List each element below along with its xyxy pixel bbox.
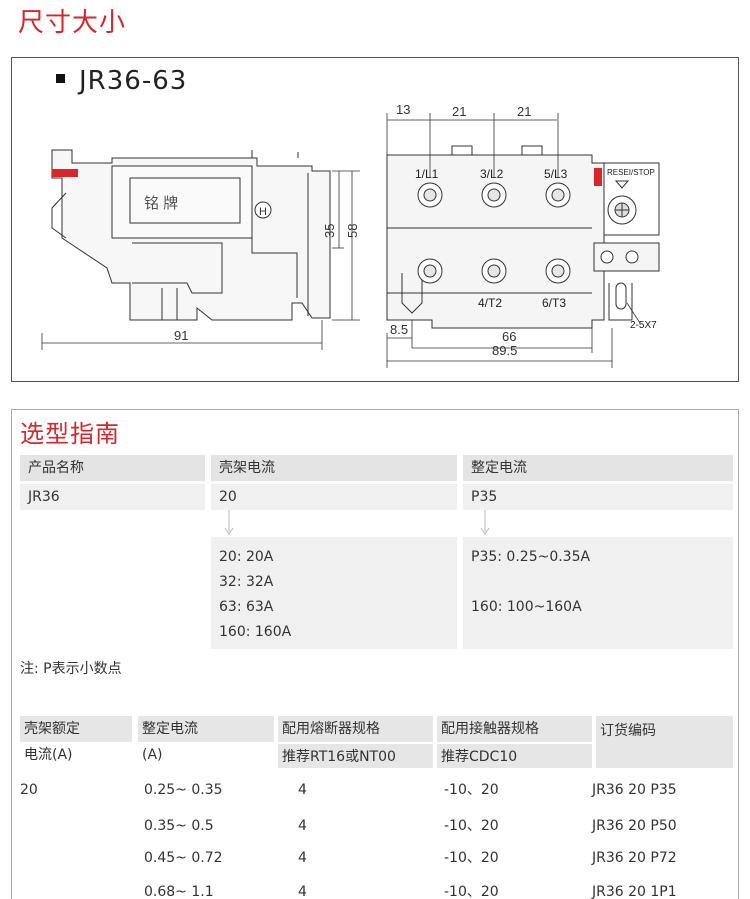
dim-89-5: 89.5 (492, 343, 517, 358)
decimal-note: 注: P表示小数点 (20, 661, 122, 677)
row-setting: 0.68~ 1.1 (144, 884, 214, 899)
dim-91: 91 (174, 328, 188, 343)
t2-header-contactor-b: 推荐CDC10 (437, 744, 592, 768)
dim-8-5: 8.5 (390, 322, 408, 337)
selection-guide-panel: 选型指南 产品名称 壳架电流 整定电流 JR36 20 P35 20: 20A … (11, 409, 739, 899)
frame-options-panel: 20: 20A 32: 32A 63: 63A 160: 160A (211, 537, 457, 649)
slot-label: 2-5X7 (630, 320, 657, 331)
value-product-name: JR36 (20, 484, 205, 510)
dimension-drawing: 铭 牌 H 91 35 58 R (41, 102, 660, 368)
dim-13: 13 (396, 102, 410, 117)
dim-35: 35 (322, 224, 337, 238)
row-contactor: -10、20 (444, 818, 499, 834)
aux-screw-icon (625, 250, 639, 264)
frame-option: 20: 20A (219, 549, 274, 565)
dim-66: 66 (502, 329, 516, 344)
t2-header-contactor-a: 配用接触器规格 (437, 716, 592, 742)
t2-header-frame-b: 电流(A) (24, 747, 73, 763)
t2-header-frame-a: 壳架额定 (20, 716, 132, 742)
terminal-label-l3: 5/L3 (544, 167, 568, 181)
terminal-screws (417, 182, 571, 284)
row-setting: 0.35~ 0.5 (144, 818, 214, 834)
front-dimension-lines (386, 113, 641, 368)
row-code: JR36 20 P72 (592, 850, 677, 866)
row-fuse: 4 (298, 884, 307, 899)
value-setting-current: P35 (463, 484, 733, 510)
setting-option: P35: 0.25~0.35A (471, 549, 591, 565)
row-fuse: 4 (298, 818, 307, 834)
bullet-square-icon (56, 74, 65, 83)
row-contactor: -10、20 (444, 884, 499, 899)
setting-options-panel: P35: 0.25~0.35A 160: 100~160A (463, 537, 733, 649)
terminal-label-l1: 1/L1 (415, 167, 439, 181)
nameplate-label: 铭 牌 (144, 195, 178, 212)
row-contactor: -10、20 (444, 782, 499, 798)
setting-option: 160: 100~160A (471, 599, 582, 615)
reset-label: RESEI/STOP (607, 168, 655, 177)
down-arrow-icon (224, 510, 234, 535)
dimension-drawing-panel: JR36-63 铭 牌 H (11, 57, 739, 382)
terminal-label-t2: 4/T2 (478, 296, 502, 310)
dim-21a: 21 (452, 104, 466, 119)
row-fuse: 4 (298, 850, 307, 866)
header-frame-current: 壳架电流 (211, 455, 457, 481)
terminal-label-l2: 3/L2 (480, 167, 504, 181)
dim-21b: 21 (517, 104, 531, 119)
frame-option: 160: 160A (219, 624, 292, 640)
frame-option: 32: 32A (219, 574, 274, 590)
side-dimension-lines (41, 170, 360, 350)
model-heading: JR36-63 (56, 66, 187, 96)
row-contactor: -10、20 (444, 850, 499, 866)
terminal-label-t3: 6/T3 (542, 296, 566, 310)
t2-header-fuse-a: 配用熔断器规格 (278, 716, 433, 742)
t2-header-setting-a: 整定电流 (138, 716, 274, 742)
t2-header-fuse-b: 推荐RT16或NT00 (278, 744, 433, 768)
section-title-selection: 选型指南 (20, 420, 120, 448)
t2-header-setting-b: (A) (142, 747, 163, 763)
aux-screw-icon (600, 250, 614, 264)
header-setting-current: 整定电流 (463, 455, 733, 481)
dim-58: 58 (345, 224, 360, 238)
header-product-name: 产品名称 (20, 455, 205, 481)
value-frame-current: 20 (211, 484, 457, 510)
t2-header-order-code: 订货编码 (596, 716, 733, 768)
row-setting: 0.45~ 0.72 (144, 850, 223, 866)
section-title-size: 尺寸大小 (18, 8, 127, 38)
down-arrow-icon (480, 510, 490, 535)
row-setting: 0.25~ 0.35 (144, 782, 223, 798)
side-view (51, 149, 331, 321)
row-frame: 20 (20, 782, 38, 798)
reset-red-indicator (594, 168, 602, 186)
row-code: JR36 20 P35 (592, 782, 677, 798)
h-mark: H (259, 206, 267, 218)
side-red-lever (52, 169, 78, 177)
row-fuse: 4 (298, 782, 307, 798)
frame-option: 63: 63A (219, 599, 274, 615)
row-code: JR36 20 1P1 (592, 884, 677, 899)
model-name: JR36-63 (79, 66, 188, 96)
row-code: JR36 20 P50 (592, 818, 677, 834)
